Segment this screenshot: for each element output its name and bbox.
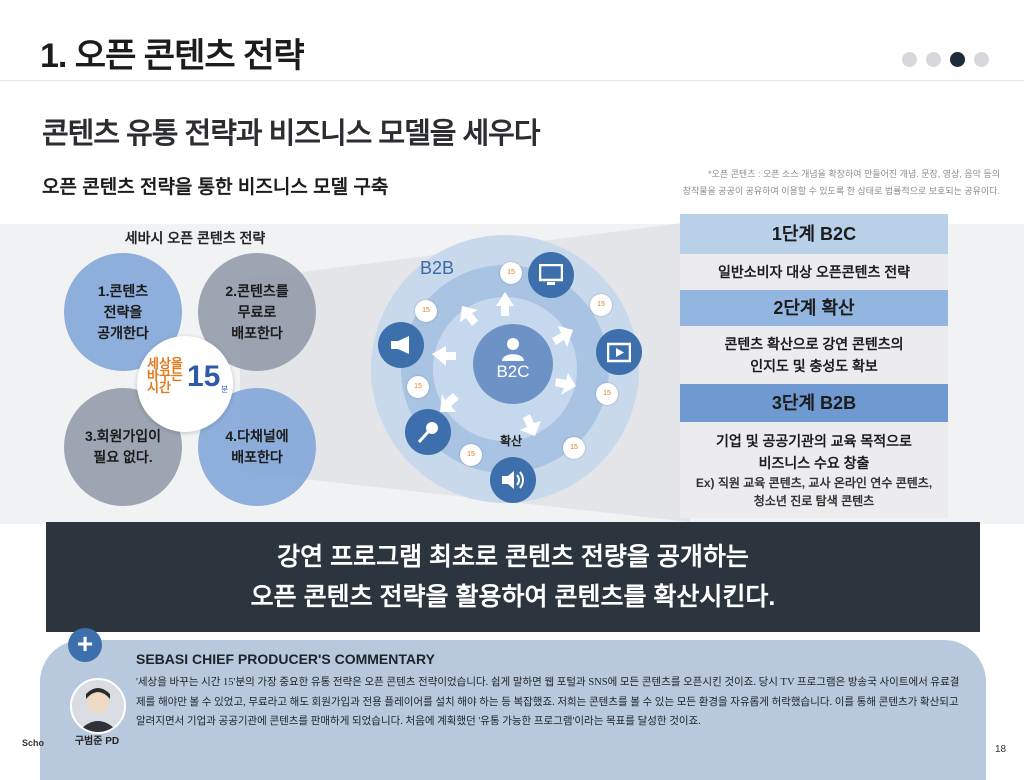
page-dot-1[interactable]: [902, 52, 917, 67]
badge-7: 15: [460, 444, 482, 466]
monitor-icon: [528, 252, 574, 298]
footnote: *오픈 콘텐츠 : 오픈 소스 개념을 확장하여 만들어진 개념. 문장, 영상…: [600, 166, 1000, 200]
b2c-label: B2C: [473, 362, 553, 382]
expand-plus-icon[interactable]: +: [68, 628, 102, 662]
footer-text: Scho: [22, 738, 44, 748]
badge-3: 15: [415, 300, 437, 322]
stage-2-heading: 2단계 확산: [680, 290, 948, 326]
avatar: [70, 678, 126, 734]
speaker-icon: [490, 457, 536, 503]
page-dot-3-active[interactable]: [950, 52, 965, 67]
diffuse-label: 확산: [500, 432, 522, 449]
stage-3-example: Ex) 직원 교육 콘텐츠, 교사 온라인 연수 콘텐츠, 청소년 진로 탐색 …: [696, 474, 932, 510]
person-icon: [500, 336, 526, 362]
page-dot-4[interactable]: [974, 52, 989, 67]
page-dot-2[interactable]: [926, 52, 941, 67]
b2c-center: B2C: [473, 324, 553, 404]
stage-1-desc-text: 일반소비자 대상 오픈콘텐츠 전략: [718, 261, 910, 283]
key-message-banner: 강연 프로그램 최초로 콘텐츠 전량을 공개하는 오픈 콘텐츠 전략을 활용하여…: [46, 522, 980, 632]
commentary-body: '세상을 바꾸는 시간 15'분의 가장 중요한 유통 전략은 오픈 콘텐츠 전…: [136, 673, 966, 732]
stage-1-heading: 1단계 B2C: [680, 214, 948, 254]
film-icon: [596, 329, 642, 375]
banner-line-1: 강연 프로그램 최초로 콘텐츠 전량을 공개하는: [46, 537, 980, 577]
b2b-label: B2B: [420, 258, 454, 279]
banner-line-2: 오픈 콘텐츠 전략을 활용하여 콘텐츠를 확산시킨다.: [46, 577, 980, 617]
stage-2-desc: 콘텐츠 확산으로 강연 콘텐츠의 인지도 및 충성도 확보: [680, 326, 948, 384]
header-divider: [0, 80, 1024, 81]
logo-unit: 분: [221, 384, 228, 395]
page-title: 1. 오픈 콘텐츠 전략: [40, 28, 304, 77]
badge-1: 15: [500, 262, 522, 284]
commentary-title: SEBASI CHIEF PRODUCER'S COMMENTARY: [136, 651, 435, 667]
megaphone-icon: [378, 322, 424, 368]
logo-number: 15: [187, 360, 220, 394]
badge-2: 15: [590, 294, 612, 316]
section-title: 오픈 콘텐츠 전략을 통한 비즈니스 모델 구축: [42, 172, 388, 199]
stage-2-desc-text: 콘텐츠 확산으로 강연 콘텐츠의 인지도 및 충성도 확보: [724, 333, 903, 377]
microphone-icon: [405, 409, 451, 455]
stage-3-desc-text: 기업 및 공공기관의 교육 목적으로 비즈니스 수요 창출: [716, 430, 912, 474]
stage-3-heading: 3단계 B2B: [680, 384, 948, 422]
badge-4: 15: [596, 383, 618, 405]
stage-1-desc: 일반소비자 대상 오픈콘텐츠 전략: [680, 254, 948, 290]
slide-subtitle: 콘텐츠 유통 전략과 비즈니스 모델을 세우다: [42, 110, 540, 152]
page-number: 18: [995, 744, 1006, 755]
sebasi-logo: 세상을 바꾸는 시간 15 분: [137, 336, 233, 432]
author-name: 구범준 PD: [68, 732, 126, 747]
logo-text: 세상을 바꾸는 시간: [147, 358, 187, 394]
badge-5: 15: [407, 376, 429, 398]
stage-3-desc: 기업 및 공공기관의 교육 목적으로 비즈니스 수요 창출 Ex) 직원 교육 …: [680, 422, 948, 518]
venn-label: 세바시 오픈 콘텐츠 전략: [80, 228, 310, 248]
badge-6: 15: [563, 437, 585, 459]
